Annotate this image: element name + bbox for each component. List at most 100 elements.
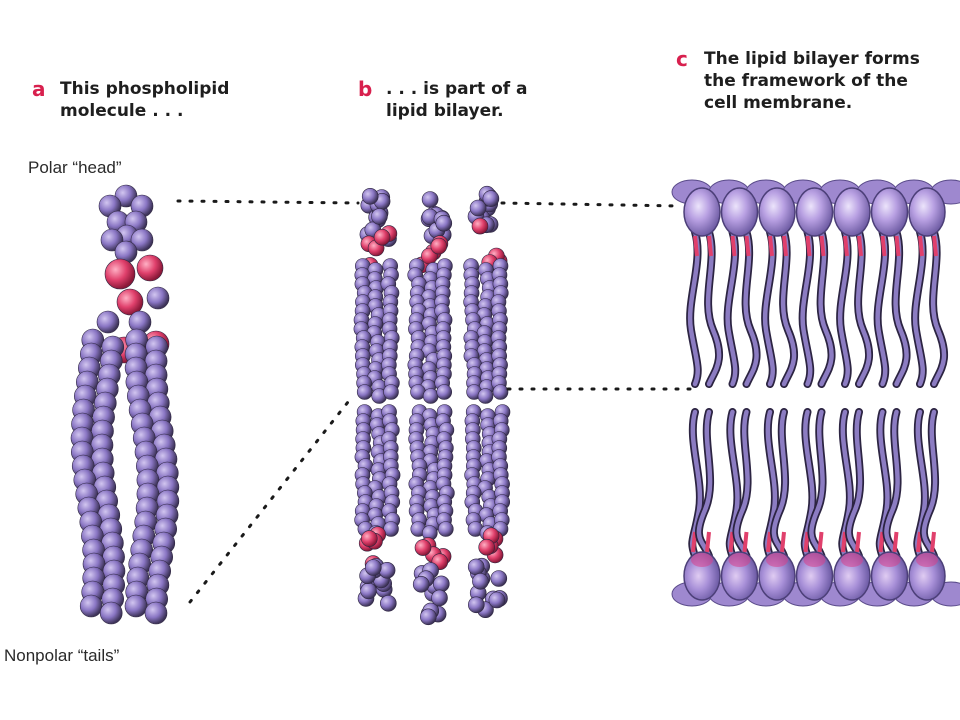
phospholipid-head — [720, 187, 759, 237]
carbon-atom — [364, 559, 382, 576]
phospholipid-head — [870, 187, 909, 237]
polar-head-label: Polar “head” — [28, 158, 122, 177]
carbon-atom — [124, 594, 148, 618]
fatty-acid-tail-fill — [837, 229, 850, 387]
polar-atom — [373, 228, 391, 246]
fatty-acid-tail-fill — [855, 229, 872, 387]
carbon-atom — [419, 608, 437, 626]
carbon-atom — [432, 575, 450, 593]
glycerol-link — [744, 235, 751, 257]
panel-letter-b: b — [358, 77, 373, 101]
glycerol-link — [707, 235, 713, 257]
fatty-acid-tail-fill — [893, 229, 909, 387]
glycerol-link — [803, 531, 810, 553]
polar-tint — [691, 553, 713, 567]
fatty-acid-tail-fill — [734, 409, 750, 559]
carbon-atom — [467, 558, 485, 576]
carbon-atom — [412, 575, 430, 593]
connector-head-a-to-b — [176, 199, 360, 205]
polar-tint — [916, 553, 938, 567]
carbon-atom — [379, 594, 397, 612]
carbon-atom — [437, 521, 454, 537]
fatty-acid-tail-fill — [725, 229, 738, 387]
glycerol-link — [892, 531, 899, 553]
carbon-atom — [435, 214, 453, 232]
polar-atom — [430, 237, 448, 255]
glycerol-link — [766, 531, 772, 553]
phospholipid-head — [833, 187, 871, 237]
glycerol-link — [916, 531, 922, 553]
polar-atom — [478, 538, 496, 556]
caption-c-line-1: The lipid bilayer forms — [704, 49, 920, 69]
carbon-atom — [436, 384, 453, 400]
fatty-acid-tail-fill — [800, 229, 813, 387]
glycerol-link — [782, 235, 788, 257]
carbon-atom — [99, 601, 123, 625]
caption-a-line-2: molecule . . . — [60, 101, 184, 121]
cell-membrane-schematic — [671, 179, 960, 607]
phospholipid-head — [758, 187, 796, 237]
fatty-acid-tail-fill — [771, 409, 788, 559]
polar-atom — [116, 288, 144, 316]
carbon-atom — [361, 188, 379, 205]
carbon-atom — [422, 388, 439, 404]
carbon-atom — [472, 572, 489, 590]
glycerol-link — [768, 235, 774, 257]
carbon-atom — [79, 594, 103, 618]
phospholipid-head — [683, 187, 721, 237]
fatty-acid-tail-fill — [687, 229, 700, 387]
caption-c-line-2: the framework of the — [704, 71, 908, 91]
glycerol-link — [918, 235, 924, 257]
polar-tint — [766, 553, 788, 567]
carbon-atom — [488, 591, 506, 609]
fatty-acid-tail-fill — [743, 229, 759, 387]
carbon-atom — [96, 310, 120, 334]
glycerol-link — [742, 531, 749, 553]
phospholipid-head — [795, 187, 834, 237]
glycerol-link — [930, 531, 936, 553]
connector-tail-a-to-b — [188, 400, 350, 604]
glycerol-link — [691, 531, 697, 553]
carbon-atom — [371, 208, 388, 225]
polar-atom — [360, 530, 378, 547]
glycerol-link — [693, 235, 699, 257]
fatty-acid-tail-fill — [846, 409, 863, 559]
glycerol-link — [878, 531, 885, 553]
glycerol-link — [841, 531, 847, 553]
glycerol-link — [728, 531, 735, 553]
nonpolar-tails-label: Nonpolar “tails” — [4, 646, 120, 665]
caption-a-line-1: This phospholipid — [60, 79, 230, 99]
fatty-acid-tail-fill — [780, 229, 797, 387]
carbon-atom — [130, 228, 154, 252]
glycerol-link — [817, 531, 824, 553]
carbon-atom — [431, 589, 448, 607]
glycerol-link — [855, 531, 861, 553]
carbon-atom — [360, 582, 377, 600]
carbon-atom — [492, 384, 509, 400]
glycerol-link — [819, 235, 826, 257]
fatty-acid-tail-fill — [875, 229, 888, 387]
phospholipid-molecule — [70, 184, 180, 625]
panel-letter-a: a — [32, 77, 46, 101]
fatty-acid-tail-fill — [809, 409, 825, 559]
polar-atom — [414, 539, 432, 556]
carbon-atom — [144, 601, 168, 625]
carbon-atom — [490, 570, 508, 587]
fatty-acid-tail-fill — [818, 229, 834, 387]
glycerol-link — [932, 235, 938, 257]
fatty-acid-tail-fill — [696, 409, 713, 559]
caption-c: c The lipid bilayer forms the framework … — [676, 48, 920, 114]
polar-atom — [136, 254, 164, 282]
carbon-atom — [469, 199, 487, 217]
carbon-atom — [356, 384, 373, 400]
glycerol-link — [730, 235, 737, 257]
phospholipid-head — [908, 187, 946, 237]
fatty-acid-tail-fill — [930, 229, 947, 387]
polar-tint — [803, 553, 826, 567]
caption-b-line-1: . . . is part of a — [386, 79, 528, 99]
glycerol-link — [705, 531, 711, 553]
carbon-atom — [467, 596, 485, 614]
caption-a: a This phospholipid molecule . . . — [32, 78, 229, 122]
polar-tint — [841, 553, 863, 567]
carbon-atom — [482, 190, 500, 207]
